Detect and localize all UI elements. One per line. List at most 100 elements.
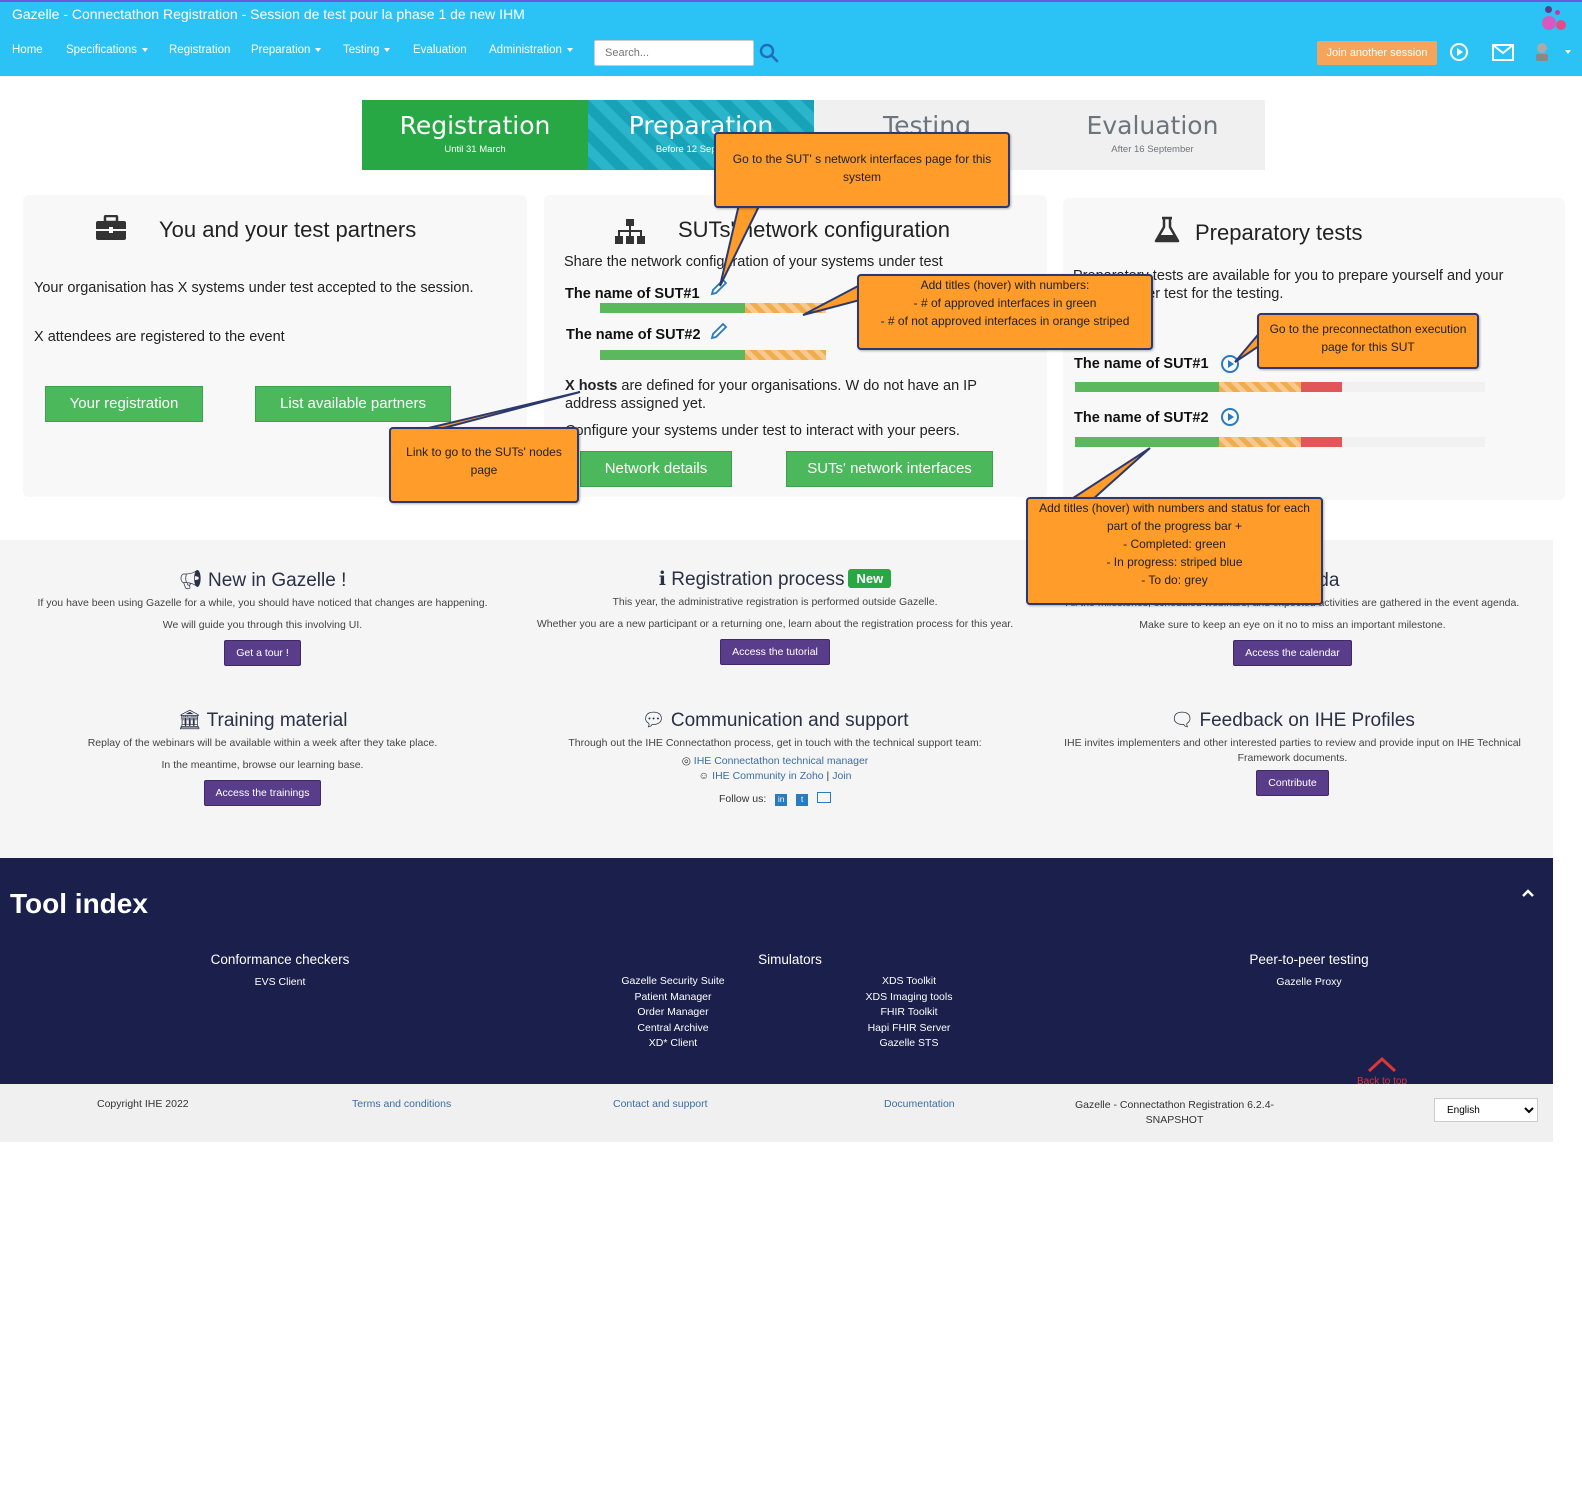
nav-preparation[interactable]: Preparation	[251, 44, 322, 56]
block-text: In the meantime, browse our learning bas…	[161, 759, 364, 771]
tool-link[interactable]: FHIR Toolkit	[880, 1006, 938, 1018]
new-badge: New	[848, 569, 892, 588]
contribute-button[interactable]: Contribute	[1256, 770, 1329, 796]
access-tutorial-button[interactable]: Access the tutorial	[720, 639, 830, 665]
footer: Copyright IHE 2022 Terms and conditions …	[0, 1084, 1553, 1142]
chevron-down-icon[interactable]	[1565, 50, 1571, 54]
not-approved-segment	[744, 350, 826, 360]
block-title-text: New in Gazelle !	[208, 570, 347, 591]
block-text: Whether you are a new participant or a r…	[536, 618, 1014, 630]
nav-registration[interactable]: Registration	[169, 44, 231, 56]
nav-evaluation[interactable]: Evaluation	[413, 44, 467, 56]
twitter-icon[interactable]: t	[796, 794, 809, 806]
terms-link[interactable]: Terms and conditions	[352, 1098, 452, 1110]
chevron-down-icon	[566, 47, 573, 52]
not-approved-segment	[744, 303, 826, 313]
sut2-tests-progress	[1075, 437, 1485, 447]
step-name: Registration	[399, 111, 551, 140]
app-title: Gazelle - Connectathon Registration - Se…	[12, 6, 525, 22]
callout-line: Add titles (hover) with numbers:	[920, 278, 1090, 292]
nav-specifications[interactable]: Specifications	[66, 44, 148, 56]
tool-link[interactable]: Central Archive	[637, 1021, 709, 1034]
join-another-session-button[interactable]: Join another session	[1317, 41, 1437, 65]
block-title-text: Communication and support	[670, 710, 909, 731]
linkedin-icon[interactable]: in	[775, 794, 788, 806]
callout-line: - # of not approved interfaces in orange…	[880, 314, 1130, 328]
sut1-interfaces-progress	[600, 303, 826, 313]
chevron-down-icon	[384, 47, 391, 52]
play-circle-icon[interactable]	[1220, 407, 1240, 427]
access-trainings-button[interactable]: Access the trainings	[203, 780, 322, 806]
callout-line: - In progress: striped blue	[1106, 555, 1243, 569]
block-text: Make sure to keep an eye on it no to mis…	[1139, 619, 1446, 631]
callout-line: - Completed: green	[1123, 537, 1226, 551]
step-evaluation[interactable]: Evaluation After 16 September	[1040, 100, 1265, 170]
tool-link[interactable]: Patient Manager	[634, 990, 712, 1003]
simulators: Simulators	[690, 952, 890, 975]
step-date: After 16 September	[1111, 144, 1194, 155]
version-text: Gazelle - Connectathon Registration 6.2.…	[1075, 1098, 1274, 1128]
pencil-edit-icon[interactable]	[710, 322, 728, 340]
suts-network-interfaces-button[interactable]: SUTs' network interfaces	[786, 451, 993, 487]
sut2-interfaces-progress	[600, 350, 826, 360]
failed-segment	[1300, 382, 1342, 392]
attendees-count-text: X attendees are registered to the event	[34, 329, 285, 345]
tool-link[interactable]: XD* Client	[648, 1037, 698, 1049]
zoho-community-link[interactable]: IHE Community in Zoho	[712, 770, 824, 782]
step-registration[interactable]: Registration Until 31 March	[362, 100, 588, 170]
join-link[interactable]: Join	[832, 770, 852, 782]
technical-manager-link[interactable]: IHE Connectathon technical manager	[693, 755, 869, 767]
nav-home[interactable]: Home	[12, 44, 43, 56]
comment-icon: 🗨︎	[1170, 710, 1195, 731]
hosts-count[interactable]: X hosts	[565, 378, 618, 394]
sut2-name: The name of SUT#2	[1074, 410, 1209, 426]
language-select[interactable]: English	[1434, 1098, 1538, 1122]
pencil-edit-icon[interactable]	[710, 278, 728, 296]
access-calendar-button[interactable]: Access the calendar	[1233, 640, 1352, 666]
mail-icon[interactable]	[1492, 44, 1514, 61]
tool-link[interactable]: Order Manager	[637, 1006, 709, 1018]
block-title: 💬︎ Communication and support	[520, 708, 1030, 732]
contact-link[interactable]: Contact and support	[613, 1098, 708, 1110]
version-line2: SNAPSHOT	[1145, 1114, 1204, 1126]
news-block: 📢︎ New in Gazelle ! If you have been usi…	[10, 568, 515, 666]
search-icon[interactable]	[759, 43, 779, 63]
approved-segment	[600, 350, 745, 360]
tool-link[interactable]: Gazelle Proxy	[1276, 976, 1342, 988]
nav-testing[interactable]: Testing	[343, 44, 391, 56]
network-details-button[interactable]: Network details	[580, 451, 732, 487]
play-circle-icon[interactable]	[1449, 42, 1469, 62]
chevron-up-icon[interactable]	[1521, 888, 1535, 898]
panel-title: SUTs' network configuration	[678, 217, 950, 242]
tool-link[interactable]: Gazelle STS	[879, 1037, 939, 1049]
panel-title: Preparatory tests	[1195, 220, 1363, 245]
back-to-top-link[interactable]: Back to top	[1352, 1055, 1412, 1087]
user-avatar-icon[interactable]	[1534, 42, 1550, 62]
play-circle-icon[interactable]	[1220, 354, 1240, 374]
search-input[interactable]	[594, 40, 754, 66]
block-text: IHE invites implementers and other inter…	[1064, 737, 1521, 749]
panel-title: You and your test partners	[159, 217, 417, 242]
list-partners-button[interactable]: List available partners	[255, 386, 451, 422]
your-registration-button[interactable]: Your registration	[45, 386, 203, 422]
chevron-down-icon	[315, 47, 322, 52]
block-title: 🗨︎ Feedback on IHE Profiles	[1040, 708, 1545, 732]
tool-link[interactable]: Hapi FHIR Server	[867, 1021, 951, 1034]
block-text: If you have been using Gazelle for a whi…	[37, 597, 488, 609]
tool-link[interactable]: XDS Imaging tools	[865, 990, 953, 1003]
tool-link[interactable]: EVS Client	[254, 976, 306, 988]
documentation-link[interactable]: Documentation	[884, 1098, 955, 1110]
systems-count-text: Your organisation has X systems under te…	[34, 280, 474, 296]
callout-line: - # of approved interfaces in green	[913, 296, 1097, 310]
newsletter-icon[interactable]	[817, 792, 832, 803]
main-navbar: Home Specifications Registration Prepara…	[0, 30, 1582, 76]
nav-administration[interactable]: Administration	[489, 44, 573, 56]
block-text: This year, the administrative registrati…	[612, 596, 938, 608]
block-text: We will guide you through this involving…	[162, 619, 363, 631]
gazelle-logo[interactable]	[1538, 4, 1568, 32]
tool-link[interactable]: XDS Toolkit	[881, 975, 937, 987]
get-tour-button[interactable]: Get a tour !	[224, 640, 301, 666]
tool-link[interactable]: Gazelle Security Suite	[621, 975, 725, 987]
